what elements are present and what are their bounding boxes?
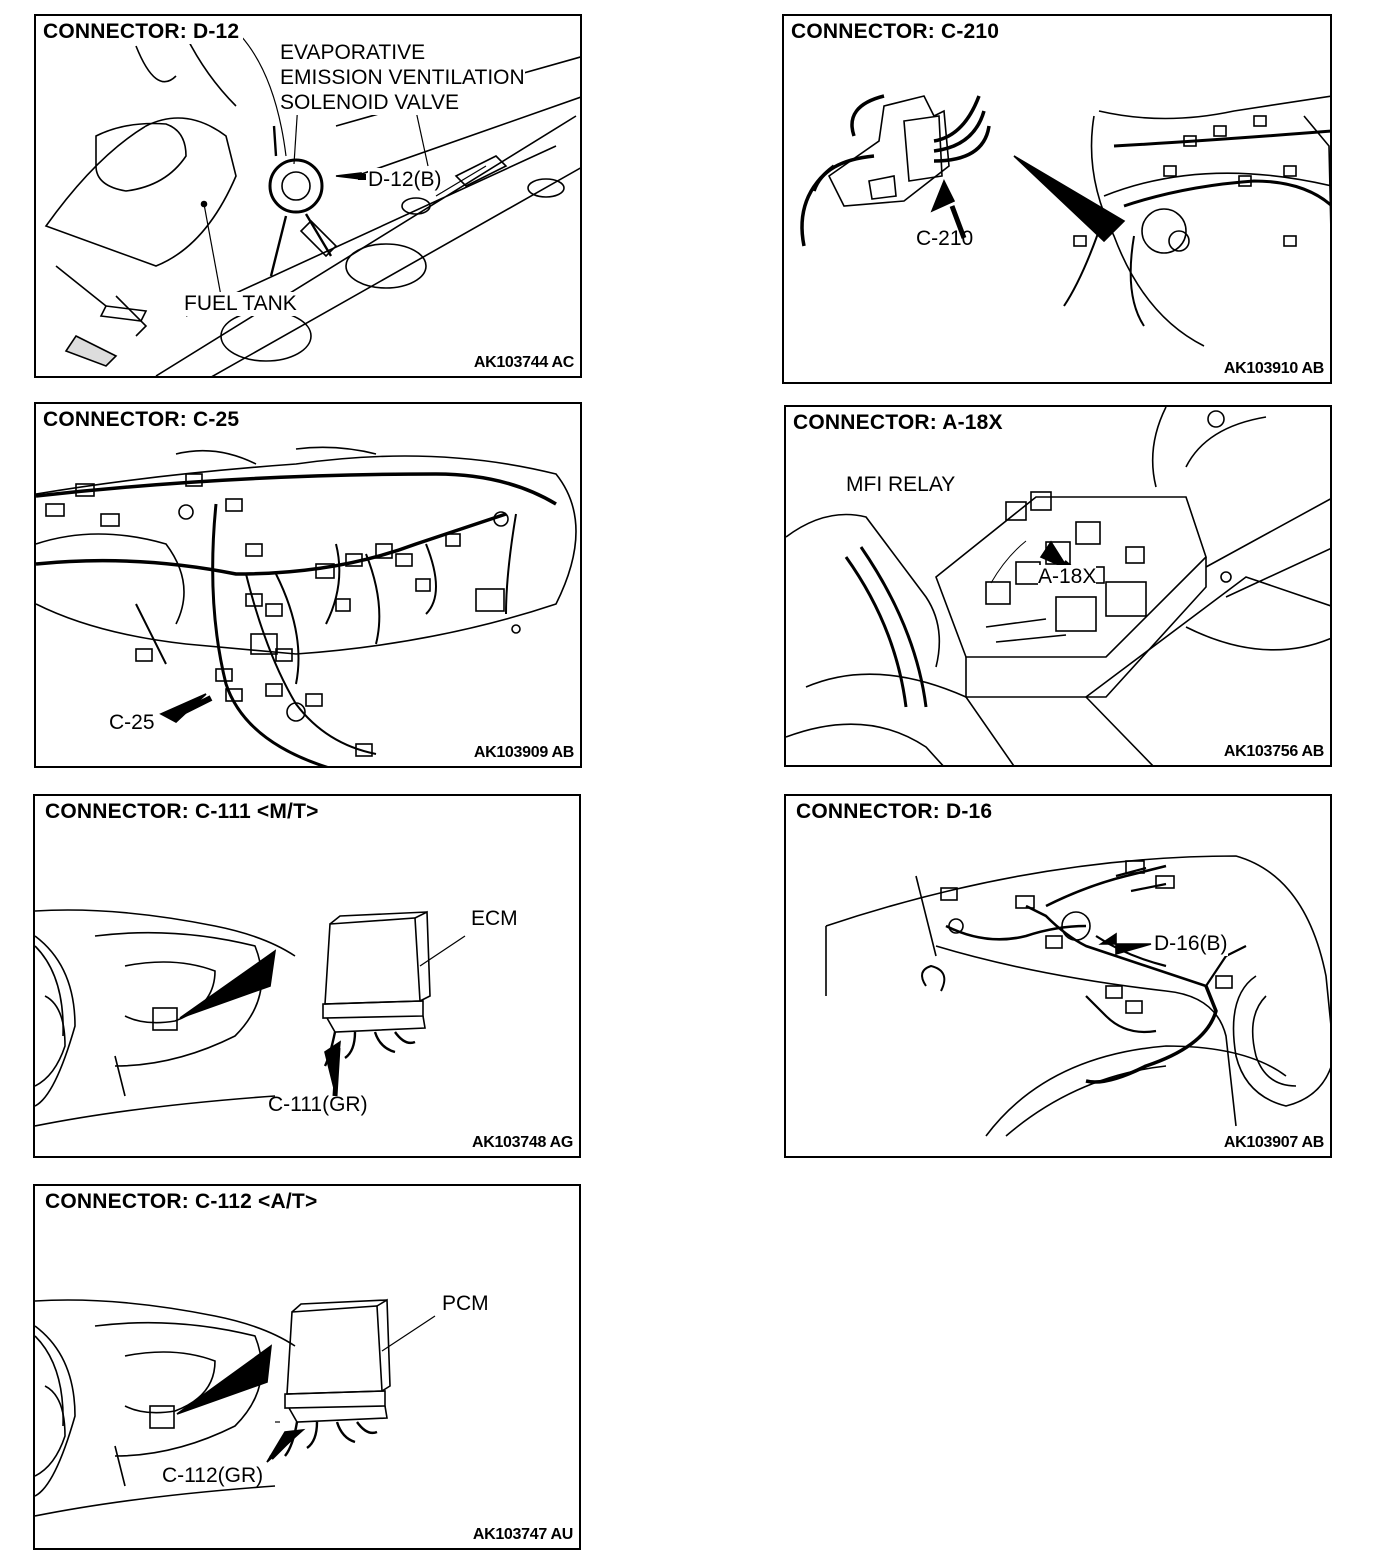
c111-figure-code: AK103748 AG [471,1134,573,1151]
panel-connector-c111: CONNECTOR: C-111 <M/T> ECM C-111(GR) AK1… [33,794,581,1158]
c112-illustration [35,1298,436,1517]
a18x-mfi-relay-label: MFI RELAY [846,473,956,497]
c25-illustration [36,446,577,766]
d16-connector-label: D-16(B) [1154,932,1228,956]
panel-connector-a18x: CONNECTOR: A-18X MFI RELAY A-18X AK10375… [784,405,1332,767]
c111-illustration [35,909,466,1127]
d12-title: CONNECTOR: D-12 [43,20,244,44]
d12-solenoid-valve-label: EVAPORATIVE EMISSION VENTILATION SOLENOI… [280,40,525,115]
c111-title: CONNECTOR: C-111 <M/T> [45,800,323,824]
a18x-connector-label: A-18X [1038,565,1097,589]
d12-connector-label: D-12(B) [368,168,442,192]
panel-connector-d16: CONNECTOR: D-16 D-16(B) AK103907 AB [784,794,1332,1158]
c112-figure-code: AK103747 AU [472,1526,573,1543]
c210-illustration [800,94,1330,347]
panel-connector-d12: CONNECTOR: D-12 EVAPORATIVE EMISSION VEN… [34,14,582,378]
c210-title: CONNECTOR: C-210 [791,20,1004,44]
d12-callout-line-2: EMISSION VENTILATION [280,66,525,89]
c112-title: CONNECTOR: C-112 <A/T> [45,1190,322,1214]
c112-pcm-label: PCM [442,1292,489,1315]
c111-connector-label: C-111(GR) [268,1093,368,1116]
a18x-figure-code: AK103756 AB [1223,743,1324,760]
d16-title: CONNECTOR: D-16 [796,800,997,824]
panel-connector-c210: CONNECTOR: C-210 C-210 AK103910 AB [782,14,1332,384]
c25-title: CONNECTOR: C-25 [43,408,244,432]
d16-figure-code: AK103907 AB [1223,1134,1324,1151]
c112-connector-label: C-112(GR) [162,1464,264,1487]
d12-callout-line-1: EVAPORATIVE [280,41,426,64]
a18x-illustration [786,407,1330,765]
c210-figure-code: AK103910 AB [1223,360,1324,377]
d12-figure-code: AK103744 AC [473,354,574,371]
a18x-title: CONNECTOR: A-18X [793,411,1007,435]
c210-connector-label: C-210 [916,227,974,250]
d16-illustration [825,855,1330,1137]
d12-callout-line-3: SOLENOID VALVE [280,91,459,114]
c25-connector-label: C-25 [109,711,155,734]
d12-fuel-tank-label: FUEL TANK [184,292,297,316]
c25-figure-code: AK103909 AB [473,744,574,761]
panel-connector-c25: CONNECTOR: C-25 C-25 AK103909 AB [34,402,582,768]
c111-ecm-label: ECM [471,907,518,930]
panel-connector-c112: CONNECTOR: C-112 <A/T> PCM C-112(GR) AK1… [33,1184,581,1550]
